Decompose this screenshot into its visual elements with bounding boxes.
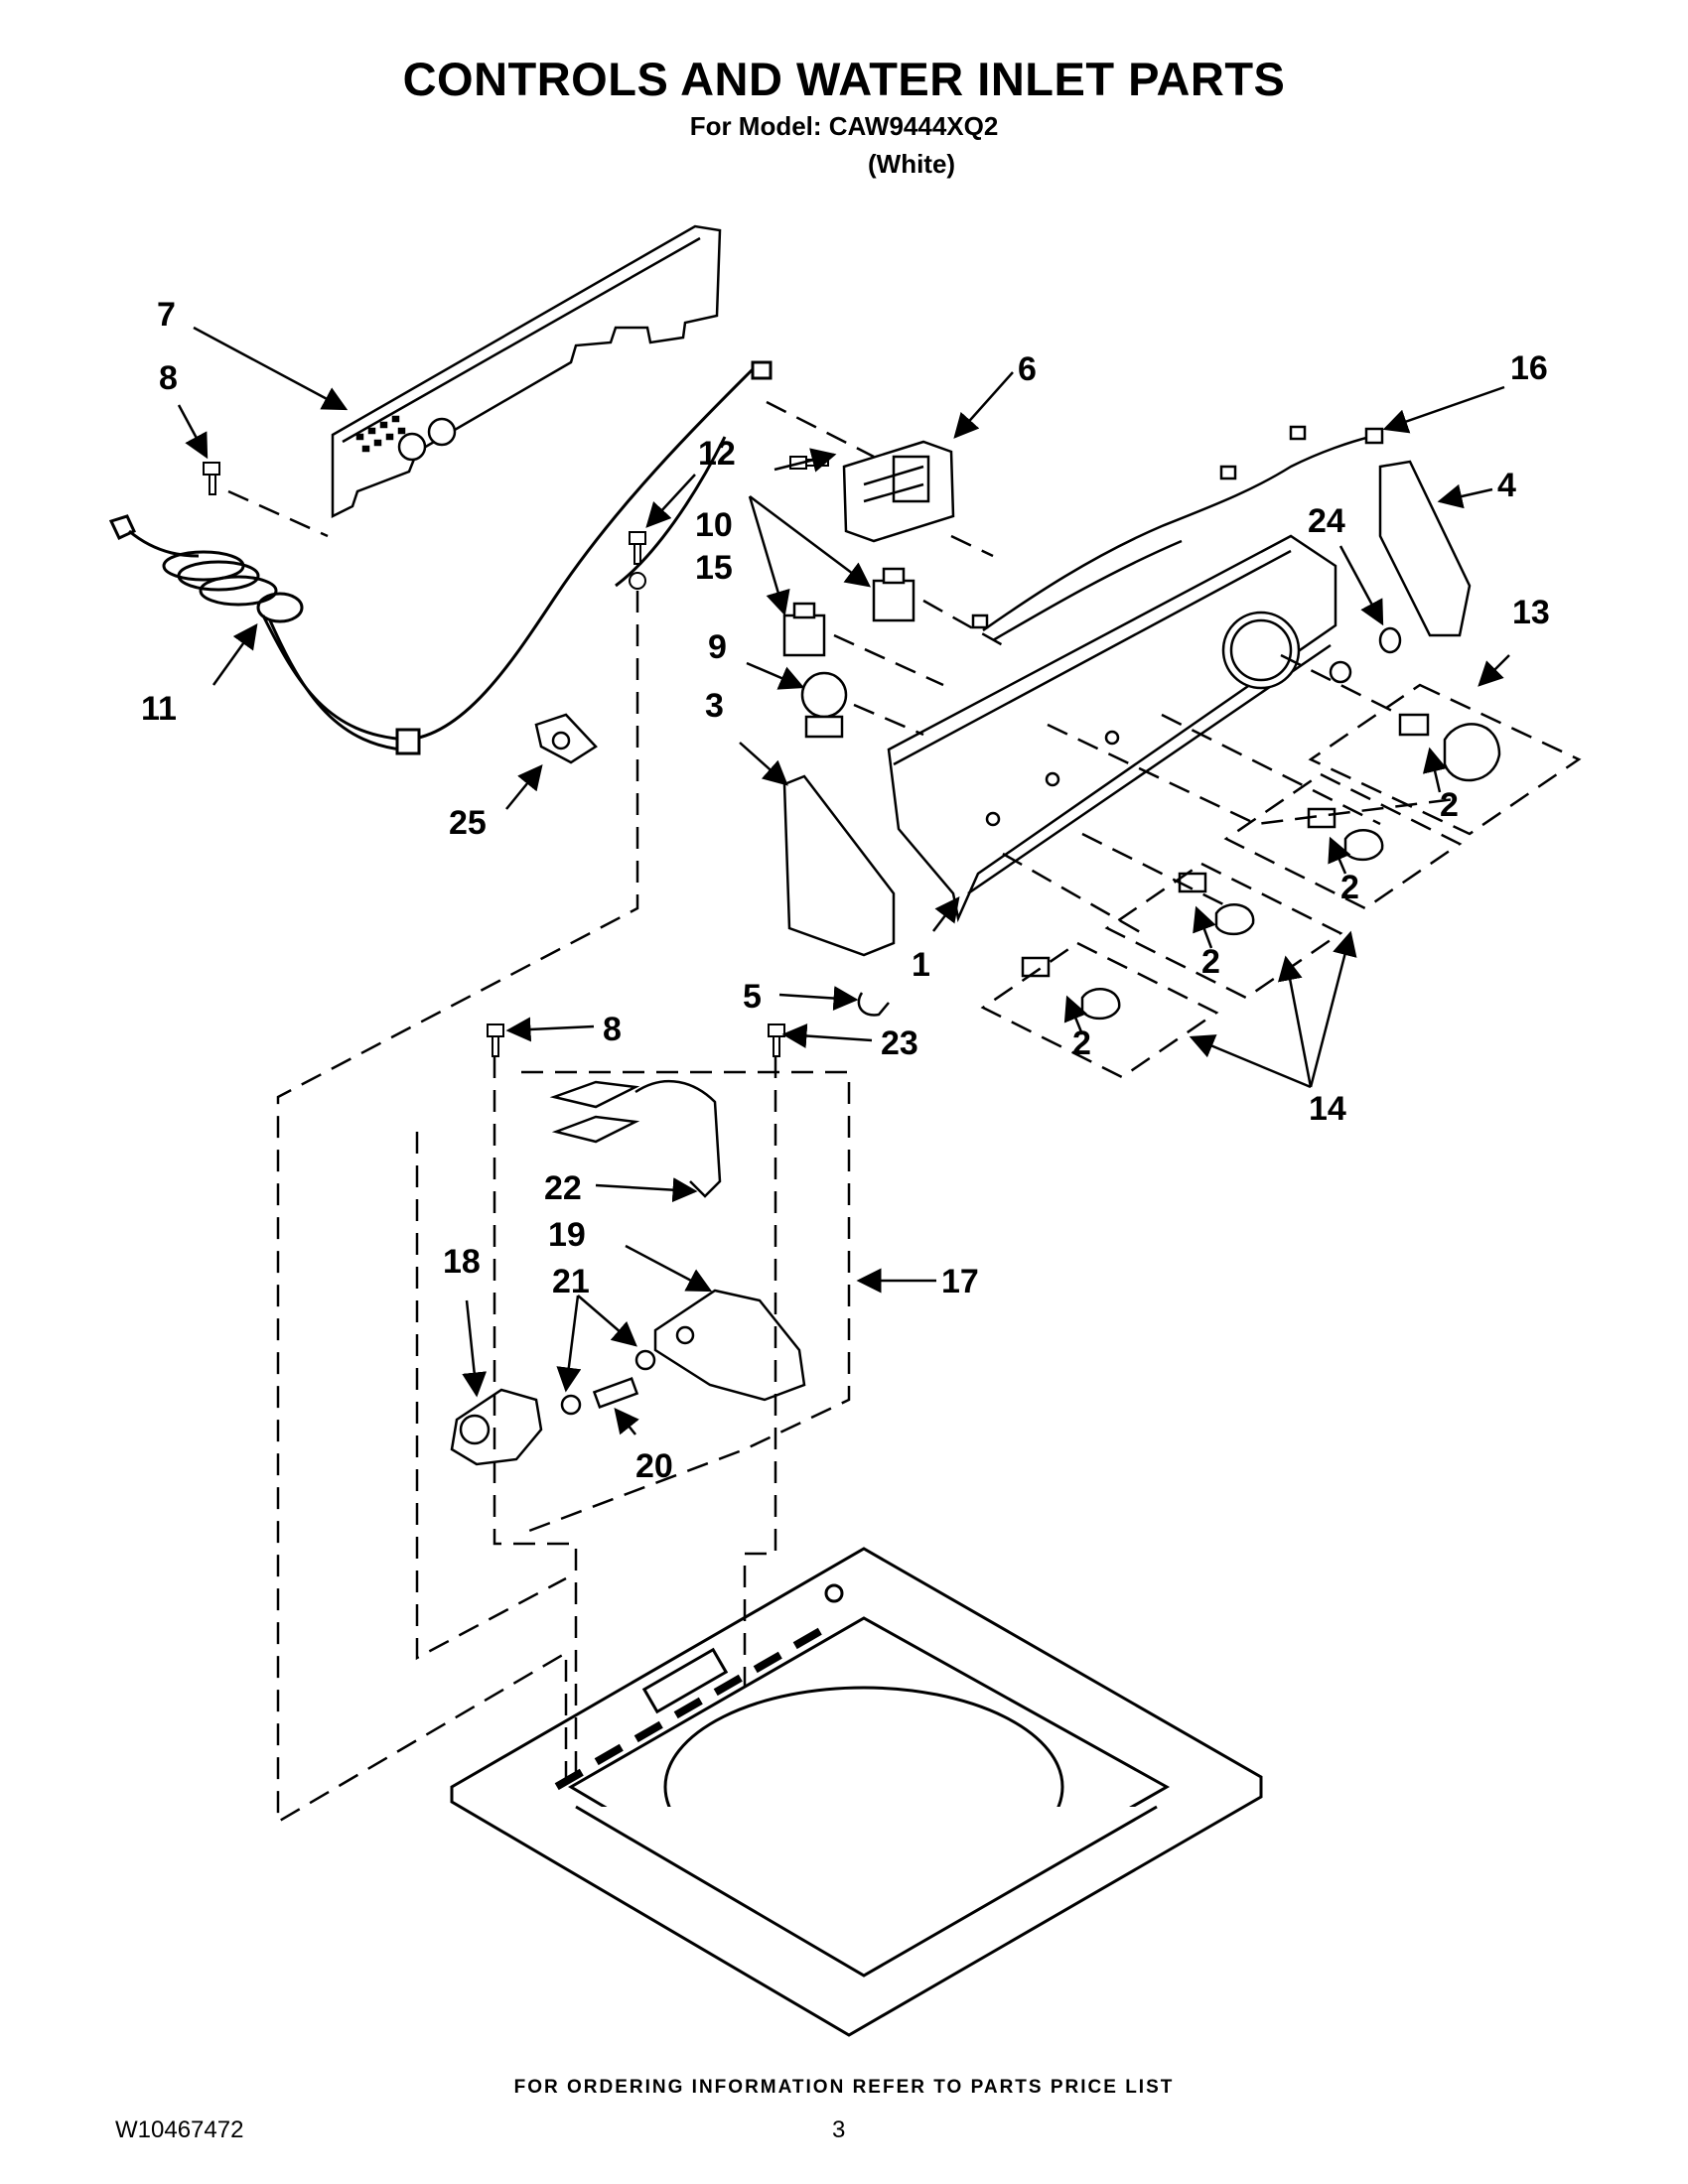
end-cap-left-part xyxy=(782,774,896,957)
page-title: CONTROLS AND WATER INLET PARTS xyxy=(402,53,1286,105)
callout-18: 18 xyxy=(443,1243,481,1281)
ordering-note: FOR ORDERING INFORMATION REFER TO PARTS … xyxy=(513,2077,1175,2098)
knob-part xyxy=(1021,956,1121,1021)
screw-part xyxy=(203,462,220,495)
knob-part xyxy=(1178,872,1255,936)
button-plug-part xyxy=(1378,626,1402,654)
callout-13: 13 xyxy=(1512,594,1550,631)
switch-part xyxy=(782,567,915,657)
callout-3: 3 xyxy=(705,687,724,725)
callout-22: 22 xyxy=(544,1169,582,1207)
callout-8-upper: 8 xyxy=(159,359,178,397)
page-number: 3 xyxy=(832,2116,846,2143)
clip-part xyxy=(857,992,890,1017)
wire-harness-part xyxy=(971,425,1384,642)
small-bracket-part xyxy=(534,713,598,764)
callout-15: 15 xyxy=(695,549,733,587)
water-inlet-group xyxy=(450,1079,806,1466)
callout-23: 23 xyxy=(881,1024,918,1062)
console-part xyxy=(887,534,1352,923)
knob-part xyxy=(1398,713,1501,782)
callout-5: 5 xyxy=(743,978,762,1016)
callout-1: 1 xyxy=(912,946,930,984)
callout-24: 24 xyxy=(1308,502,1345,540)
power-cord-part xyxy=(108,360,773,755)
callout-8-lower: 8 xyxy=(603,1011,622,1048)
color-line: (White) xyxy=(868,149,956,179)
dashed-assembly-lines xyxy=(227,400,1582,1825)
callout-14: 14 xyxy=(1309,1090,1346,1128)
leader-lines xyxy=(177,326,1510,1435)
callout-7: 7 xyxy=(157,296,176,334)
callout-12: 12 xyxy=(698,435,736,473)
callout-17: 17 xyxy=(941,1263,979,1300)
callout-6: 6 xyxy=(1018,350,1037,388)
callout-21: 21 xyxy=(552,1263,590,1300)
screw-part xyxy=(487,1024,785,1057)
callout-19: 19 xyxy=(548,1216,586,1254)
top-panel-part xyxy=(450,1547,1263,2037)
control-board-part xyxy=(842,440,955,543)
knob-part xyxy=(1307,807,1384,862)
callout-2-bottom: 2 xyxy=(1072,1024,1091,1062)
document-number: W10467472 xyxy=(115,2116,244,2143)
rear-panel-bracket-part xyxy=(331,224,722,519)
callout-2-top: 2 xyxy=(1440,786,1459,824)
callout-2-third: 2 xyxy=(1201,943,1220,981)
end-cap-right-part xyxy=(1378,460,1472,637)
callout-11: 11 xyxy=(141,690,177,728)
callout-20: 20 xyxy=(635,1447,673,1485)
callout-25: 25 xyxy=(449,804,487,842)
rotary-switch-part xyxy=(800,671,848,739)
model-line: For Model: CAW9444XQ2 xyxy=(689,111,999,141)
callout-9: 9 xyxy=(708,628,727,666)
callout-10: 10 xyxy=(695,506,733,544)
callout-16: 16 xyxy=(1510,349,1548,387)
callout-2-second: 2 xyxy=(1340,869,1359,906)
callout-4: 4 xyxy=(1497,467,1516,504)
screw-part xyxy=(629,531,646,590)
